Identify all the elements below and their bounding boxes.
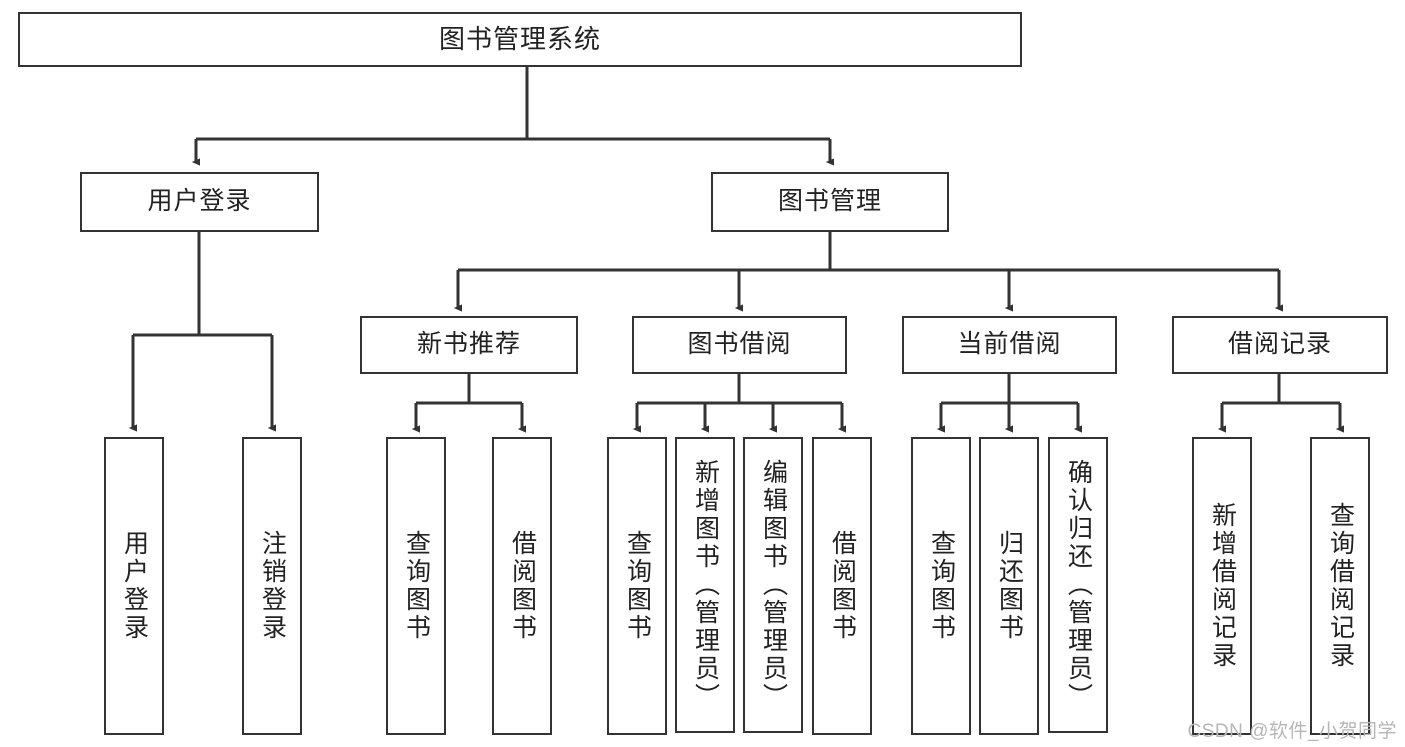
node-new-book-recommendation[interactable]: 新书推荐	[360, 316, 578, 374]
leaf-user-login-logout[interactable]: 注销登录	[242, 437, 302, 735]
node-label: 查询图书	[927, 530, 956, 642]
node-current-borrowing[interactable]: 当前借阅	[902, 316, 1117, 374]
node-label: 查询图书	[402, 530, 431, 642]
node-root-book-management-system[interactable]: 图书管理系统	[18, 12, 1022, 67]
leaf-book-borrow-add-book-admin[interactable]: 新增图书（管理员）	[675, 437, 735, 733]
node-label: 借阅图书	[828, 530, 857, 642]
node-label: 图书借阅	[687, 330, 792, 359]
leaf-new-book-query-book[interactable]: 查询图书	[386, 437, 446, 735]
leaf-book-borrow-edit-book-admin[interactable]: 编辑图书（管理员）	[743, 437, 803, 733]
leaf-book-borrow-borrow-book[interactable]: 借阅图书	[812, 437, 872, 735]
node-user-login[interactable]: 用户登录	[80, 172, 319, 232]
node-book-borrowing[interactable]: 图书借阅	[632, 316, 847, 374]
node-label: 确认归还（管理员）	[1064, 459, 1093, 711]
node-label: 查询图书	[623, 530, 652, 642]
node-label: 用户登录	[147, 187, 252, 216]
node-label: 归还图书	[995, 530, 1024, 642]
node-label: 当前借阅	[957, 330, 1062, 359]
leaf-user-login-login[interactable]: 用户登录	[104, 437, 164, 735]
node-label: 借阅记录	[1227, 330, 1332, 359]
node-label: 新增图书（管理员）	[691, 459, 720, 711]
node-label: 编辑图书（管理员）	[759, 459, 788, 711]
csdn-watermark: CSDN @软件_小贺同学	[1187, 721, 1397, 742]
leaf-borrow-record-add-record[interactable]: 新增借阅记录	[1192, 437, 1252, 735]
leaf-current-borrow-confirm-return-admin[interactable]: 确认归还（管理员）	[1048, 437, 1108, 733]
leaf-current-borrow-query-book[interactable]: 查询图书	[911, 437, 971, 735]
node-borrowing-records[interactable]: 借阅记录	[1172, 316, 1388, 374]
node-label: 用户登录	[120, 530, 149, 642]
leaf-borrow-record-query-record[interactable]: 查询借阅记录	[1310, 437, 1370, 735]
leaf-current-borrow-return-book[interactable]: 归还图书	[979, 437, 1039, 735]
node-label: 新书推荐	[416, 330, 521, 359]
node-label: 注销登录	[258, 530, 287, 642]
leaf-book-borrow-query-book[interactable]: 查询图书	[607, 437, 667, 735]
node-label: 查询借阅记录	[1326, 502, 1355, 670]
node-book-management[interactable]: 图书管理	[711, 172, 949, 232]
node-label: 借阅图书	[508, 530, 537, 642]
node-label: 图书管理系统	[438, 24, 601, 55]
node-label: 图书管理	[777, 187, 882, 216]
leaf-new-book-borrow-book[interactable]: 借阅图书	[492, 437, 552, 735]
node-label: 新增借阅记录	[1208, 502, 1237, 670]
